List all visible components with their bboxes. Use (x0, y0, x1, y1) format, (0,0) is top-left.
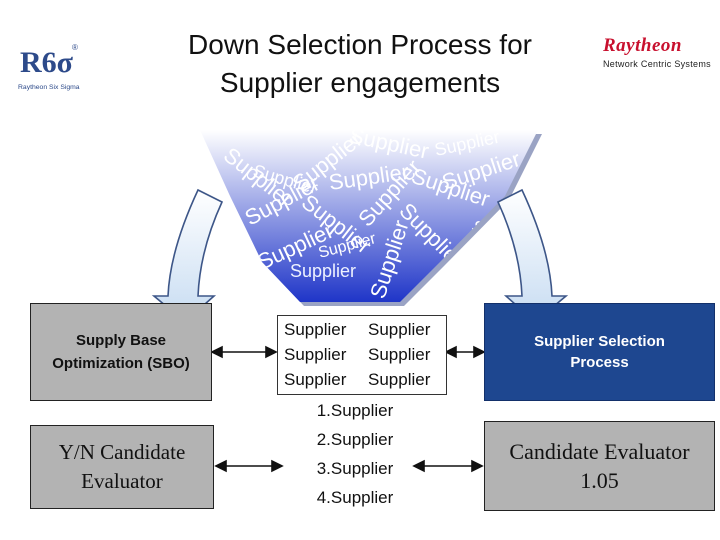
arrowhead-right (265, 345, 278, 359)
arrowhead-left (444, 345, 457, 359)
r6sigma-logo: R6σ ® Raytheon Six Sigma (14, 36, 84, 94)
brand-name: Raytheon (603, 35, 682, 56)
logo-mark: R6σ (20, 46, 74, 79)
funnel-word: Supplier (290, 261, 356, 281)
logo-background (16, 39, 76, 77)
ranked-item: 2.Supplier (316, 430, 394, 449)
candidate-evaluator-line-1: Candidate Evaluator (509, 439, 690, 464)
arrowhead-right (271, 459, 284, 473)
arrowhead-left (210, 345, 223, 359)
title-line-2: Supplier engagements (219, 67, 501, 98)
supplier-grid-box: Supplier Supplier Supplier Supplier Supp… (277, 315, 447, 395)
yn-candidate-evaluator-box: Y/N Candidate Evaluator (30, 425, 214, 509)
raytheon-brand: Raytheon Network Centric Systems (603, 35, 715, 70)
logo-caption: Raytheon Six Sigma (18, 84, 80, 91)
ranked-supplier-list: 1.Supplier 2.Supplier 3.Supplier 4.Suppl… (290, 396, 420, 512)
sbo-line-2: Optimization (SBO) (52, 355, 190, 372)
grid-cell: Supplier (368, 345, 431, 364)
grid-cell: Supplier (368, 320, 431, 339)
yn-line-1: Y/N Candidate (58, 440, 186, 464)
candidate-evaluator-line-2: 1.05 (580, 468, 619, 493)
title-line-1: Down Selection Process for (188, 29, 532, 60)
brand-tagline: Network Centric Systems (603, 59, 711, 69)
funnel-shape (200, 130, 538, 302)
ranked-item: 3.Supplier (316, 459, 394, 478)
candidate-evaluator-box: Candidate Evaluator 1.05 (484, 421, 715, 511)
grid-cell: Supplier (284, 370, 347, 389)
yn-line-2: Evaluator (81, 469, 163, 493)
ranked-item: 4.Supplier (316, 488, 394, 507)
sbo-box: Supply Base Optimization (SBO) (30, 303, 212, 401)
selection-line-1: Supplier Selection (534, 333, 665, 350)
logo-registered-mark: ® (72, 43, 78, 52)
arrowhead-right (471, 459, 484, 473)
arrowhead-left (214, 459, 227, 473)
grid-cell: Supplier (368, 370, 431, 389)
grid-cell: Supplier (284, 320, 347, 339)
sbo-line-1: Supply Base (75, 332, 167, 349)
grid-cell: Supplier (284, 345, 347, 364)
selection-line-2: Process (570, 354, 629, 371)
ranked-item: 1.Supplier (316, 401, 394, 420)
arrowhead-right (473, 345, 486, 359)
supplier-selection-process-box: Supplier Selection Process (484, 303, 715, 401)
page-title: Down Selection Process for Supplier enga… (150, 26, 570, 102)
arrowhead-left (412, 459, 425, 473)
